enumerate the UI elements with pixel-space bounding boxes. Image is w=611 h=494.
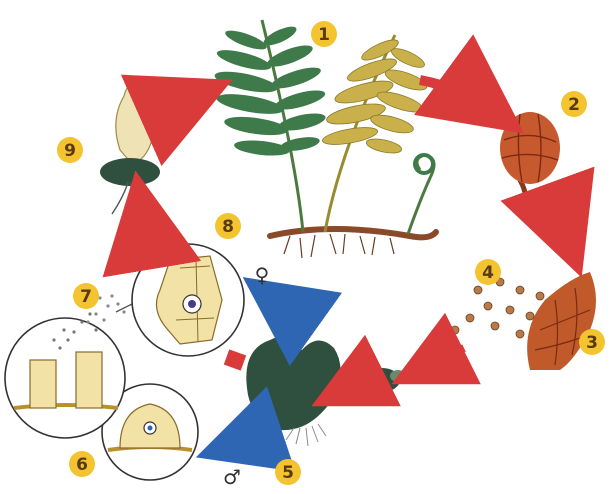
- spore-release-detail: [5, 312, 125, 438]
- arrow-8-to-9: [142, 210, 148, 246]
- stage-badge-2: 2: [561, 91, 587, 117]
- stage-badge-8: 8: [215, 213, 241, 239]
- stage-badge-1: 1: [311, 21, 337, 47]
- stage-number: 1: [318, 25, 330, 45]
- connector-8-to-5: [224, 349, 246, 370]
- sporangium: [500, 112, 560, 210]
- arrow-spore-to-5: [340, 384, 356, 392]
- stage-number: 2: [568, 95, 580, 115]
- stage-number: 9: [64, 141, 76, 161]
- stage-number: 4: [482, 263, 494, 283]
- germinating-spore: [364, 368, 406, 392]
- mature-fern-plant: [213, 20, 436, 258]
- arrow-1-to-2: [420, 80, 492, 110]
- arrow-4-to-spore: [420, 348, 464, 370]
- arrow-2-to-3: [552, 196, 568, 240]
- stage-badge-5: 5: [275, 459, 301, 485]
- stage-number: 5: [282, 463, 294, 483]
- stage-badge-4: 4: [475, 259, 501, 285]
- stage-number: 8: [222, 217, 234, 237]
- spore-release-sporangium: [527, 272, 596, 370]
- male-symbol: ♂: [223, 465, 241, 489]
- stage-badge-3: 3: [579, 329, 605, 355]
- stage-badge-6: 6: [69, 451, 95, 477]
- young-sporophyte: [100, 82, 160, 214]
- stage-badge-9: 9: [57, 137, 83, 163]
- arrow-9-to-1: [160, 96, 196, 112]
- stage-number: 6: [76, 455, 88, 475]
- stage-number: 7: [80, 287, 92, 307]
- female-symbol: ♀: [255, 263, 270, 287]
- stage-number: 3: [586, 333, 598, 353]
- stage-badge-7: 7: [73, 283, 99, 309]
- arrow-5-to-male: [230, 424, 262, 446]
- fertilization-detail: [132, 244, 244, 356]
